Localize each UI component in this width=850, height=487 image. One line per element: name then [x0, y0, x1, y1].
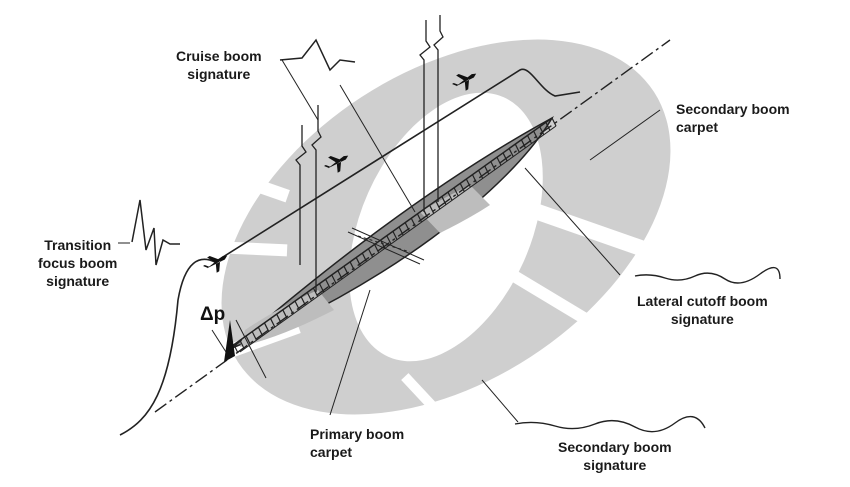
- hatch-tick: [514, 143, 520, 153]
- hatch-tick: [471, 174, 478, 184]
- hatch-tick: [325, 279, 331, 288]
- jet-aircraft-icon: [324, 155, 349, 173]
- hatch-tick: [502, 152, 508, 162]
- hatch-tick: [508, 148, 514, 157]
- hatch-tick: [484, 165, 490, 175]
- hatch-tick: [490, 161, 496, 170]
- hatch-tick: [251, 331, 257, 341]
- primary-carpet-band: [420, 185, 490, 233]
- leader-line: [281, 59, 319, 121]
- hatch-tick: [453, 187, 459, 197]
- vertical-signature-lines: [295, 15, 444, 292]
- pressure-wave-icon: [131, 199, 180, 266]
- delta-p-pulse-icon: [224, 320, 235, 362]
- hatch-tick: [312, 287, 319, 297]
- delta-p-label: Δp: [200, 304, 226, 325]
- pressure-wave-icon: [279, 38, 356, 72]
- hatch-tick: [545, 122, 551, 131]
- hatch-tick: [465, 178, 471, 188]
- hatch-tick: [520, 139, 526, 149]
- leader-lines: [211, 84, 661, 423]
- hatch-tick: [392, 231, 398, 240]
- hatch-tick: [429, 205, 435, 214]
- hatch-tick: [374, 244, 380, 253]
- pressure-wave-icon: [514, 415, 706, 433]
- hatch-tick: [447, 191, 453, 201]
- hatch-tick: [478, 170, 484, 179]
- hatch-tick: [245, 336, 251, 345]
- hatch-tick: [306, 292, 312, 301]
- hatch-tick: [331, 274, 337, 284]
- hatch-tick: [459, 183, 465, 192]
- hatch-tick: [441, 196, 447, 205]
- jet-aircraft-icon: [452, 73, 477, 91]
- shock-cross: [347, 227, 425, 265]
- ground-track-line: [154, 39, 671, 413]
- hatch-tick: [270, 318, 276, 328]
- hatch-tick: [539, 126, 545, 135]
- hatch-tick: [496, 157, 502, 166]
- flight-path: [119, 68, 581, 436]
- jet-aircraft-icon: [203, 255, 228, 273]
- hatch-tick: [386, 235, 392, 245]
- hatch-tick: [527, 135, 533, 144]
- hatch-tick: [264, 322, 270, 332]
- pressure-wave-icon: [634, 266, 781, 284]
- hatch-tick: [551, 117, 557, 127]
- hatch-tick: [368, 248, 374, 258]
- hatch-tick: [533, 130, 539, 140]
